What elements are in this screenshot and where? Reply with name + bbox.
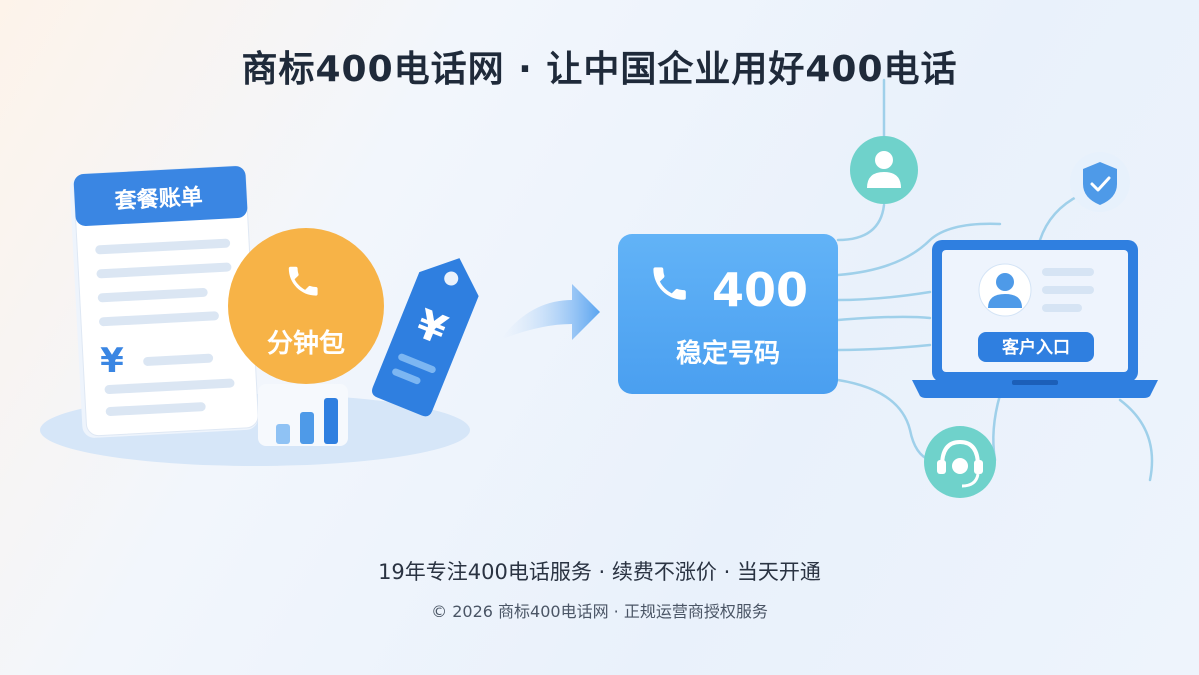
customer-portal-button[interactable] <box>978 332 1094 362</box>
chart-bar <box>324 398 338 444</box>
arrow-icon <box>500 284 600 340</box>
support-node <box>924 426 996 498</box>
phone-icon <box>653 267 686 300</box>
price-tag: ¥ <box>372 258 479 417</box>
bill-card-header <box>73 166 248 226</box>
number-card-number: 400 <box>712 263 808 317</box>
connection-lines <box>836 78 1154 482</box>
headset-icon <box>937 439 983 488</box>
footer-tagline: 19年专注400电话服务 · 续费不涨价 · 当天开通 <box>378 560 821 584</box>
minutes-badge: 分钟包 <box>228 228 384 384</box>
chart-bar <box>300 412 314 444</box>
bill-currency-icon: ¥ <box>100 341 124 381</box>
customer-portal-button-label: 客户入口 <box>1001 337 1070 358</box>
chart-bar <box>276 424 290 444</box>
bill-card-heading: 套餐账单 <box>114 184 203 215</box>
shield-icon <box>1083 162 1117 205</box>
user-icon <box>867 151 901 188</box>
user-node <box>850 136 918 204</box>
number-card-label: 稳定号码 <box>676 338 780 369</box>
number-card: 400 稳定号码 <box>618 234 838 394</box>
phone-icon <box>288 266 318 296</box>
shield-node <box>1070 152 1130 212</box>
footer-copyright: © 2026 商标400电话网 · 正规运营商授权服务 <box>431 602 768 621</box>
bar-chart-card <box>258 384 348 446</box>
bill-card: 套餐账单 ¥ <box>69 165 259 438</box>
laptop: 客户入口 <box>912 240 1158 398</box>
page-title: 商标400电话网 · 让中国企业用好400电话 <box>241 49 958 90</box>
minutes-badge-label: 分钟包 <box>267 328 345 359</box>
